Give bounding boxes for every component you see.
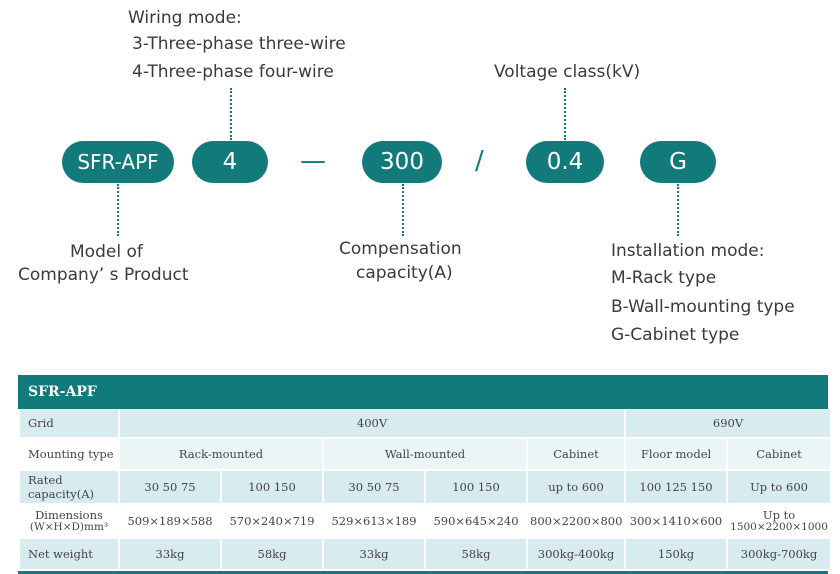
row-net-weight: Net weight 33kg 58kg 33kg 58kg 300kg-400… [20, 539, 831, 571]
connector-voltage [564, 88, 566, 140]
row-mounting: Mounting type Rack-mounted Wall-mounted … [20, 439, 831, 471]
code-model-pill: SFR-APF [62, 141, 174, 183]
table-cell: 58kg [222, 539, 322, 571]
mounting-wall: Wall-mounted [324, 439, 526, 471]
table-cell: 58kg [426, 539, 526, 571]
connector-install [677, 184, 679, 236]
wiring-option-3: 3-Three-phase three-wire [132, 34, 346, 54]
table-cell: 100 150 [426, 471, 526, 505]
table-cell: 300kg-400kg [528, 539, 625, 571]
install-option-g: G-Cabinet type [611, 325, 740, 345]
mounting-floor: Floor model [626, 439, 727, 471]
mounting-cabinet-690: Cabinet [728, 439, 831, 471]
table-cell: 33kg [120, 539, 220, 571]
voltage-class-label: Voltage class(kV) [494, 62, 641, 82]
table-cell: up to 600 [528, 471, 625, 505]
model-label-line2: Company’ s Product [18, 265, 189, 285]
code-dash-separator: — [300, 146, 326, 176]
dims-last-line1: Up to [762, 508, 796, 522]
connector-capacity [402, 184, 404, 236]
table-cell: 33kg [324, 539, 424, 571]
dims-label-line2: (W×H×D)mm³ [29, 521, 109, 533]
mounting-rack: Rack-mounted [120, 439, 322, 471]
row-dimensions: Dimensions (W×H×D)mm³ 509×189×588 570×24… [20, 505, 831, 539]
mounting-cabinet: Cabinet [528, 439, 625, 471]
spec-table-title: SFR-APF [18, 375, 828, 409]
table-cell: 300kg-700kg [728, 539, 831, 571]
install-mode-title: Installation mode: [611, 241, 765, 261]
code-slash-separator: / [475, 146, 484, 176]
model-label-line1: Model of [70, 242, 143, 262]
dims-label-line1: Dimensions [35, 508, 103, 522]
grid-690v: 690V [626, 409, 831, 439]
grid-label: Grid [20, 409, 118, 439]
code-install-pill: G [640, 141, 716, 183]
table-cell: 150kg [626, 539, 727, 571]
table-cell: 590×645×240 [426, 505, 526, 539]
code-wiring-pill: 4 [192, 141, 268, 183]
rated-label: Rated capacity(A) [20, 471, 118, 505]
table-cell: Up to 600 [728, 471, 831, 505]
spec-table: SFR-APF Grid 400V 690V Mounting type Rac… [18, 375, 831, 574]
connector-model [117, 184, 119, 236]
wiring-mode-title: Wiring mode: [128, 8, 242, 28]
install-option-b: B-Wall-mounting type [611, 297, 795, 317]
capacity-label-line2: capacity(A) [356, 263, 453, 283]
table-cell: 100 150 [222, 471, 322, 505]
table-cell: 529×613×189 [324, 505, 424, 539]
capacity-label-line1: Compensation [339, 239, 462, 259]
dims-cabinet-690: Up to 1500×2200×1000 [728, 505, 831, 539]
spec-grid: Grid 400V 690V Mounting type Rack-mounte… [18, 409, 832, 571]
mounting-label: Mounting type [20, 439, 118, 471]
wiring-option-4: 4-Three-phase four-wire [132, 62, 334, 82]
code-voltage-pill: 0.4 [526, 141, 604, 183]
dims-last-line2: 1500×2200×1000 [730, 521, 828, 533]
table-cell: 509×189×588 [120, 505, 220, 539]
table-cell: 100 125 150 [626, 471, 727, 505]
code-capacity-pill: 300 [362, 141, 442, 183]
table-cell: 30 50 75 [120, 471, 220, 505]
row-grid: Grid 400V 690V [20, 409, 831, 439]
install-option-m: M-Rack type [611, 268, 717, 288]
table-cell: 800×2200×800 [528, 505, 625, 539]
grid-400v: 400V [120, 409, 625, 439]
dims-label: Dimensions (W×H×D)mm³ [20, 505, 118, 539]
table-cell: 570×240×719 [222, 505, 322, 539]
table-cell: 300×1410×600 [626, 505, 727, 539]
weight-label: Net weight [20, 539, 118, 571]
table-cell: 30 50 75 [324, 471, 424, 505]
row-rated-capacity: Rated capacity(A) 30 50 75 100 150 30 50… [20, 471, 831, 505]
connector-wiring [230, 88, 232, 140]
